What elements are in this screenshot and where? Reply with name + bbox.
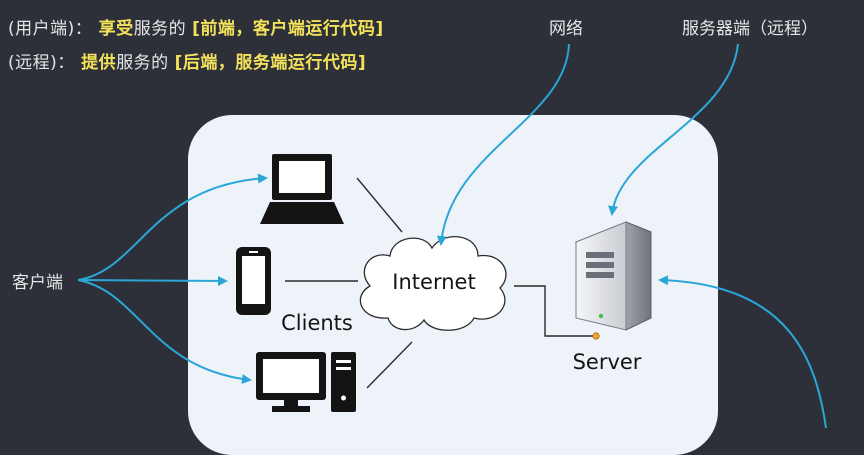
arrow-to-laptop bbox=[77, 173, 268, 281]
server-side-label: 服务器端（远程） bbox=[682, 19, 818, 39]
diagram-canvas: (用户端)： 享受服务的 [前端，客户端运行代码] (远程)： 提供服务的 [后… bbox=[8, 14, 827, 455]
internet-label: Internet bbox=[392, 270, 475, 294]
arrow-to-server bbox=[608, 43, 739, 216]
arrow-to-phone bbox=[77, 275, 228, 286]
arrow-to-internet bbox=[436, 43, 570, 246]
diagram-svg: Internet Clients Server bbox=[77, 43, 827, 428]
desktop-icon bbox=[256, 352, 356, 412]
header-server-plain: 服务的 bbox=[116, 53, 175, 73]
header-server-bracket: [后端，服务端运行代码] bbox=[174, 53, 367, 73]
laptop-icon bbox=[260, 154, 344, 224]
header-client-bracket: [前端，客户端运行代码] bbox=[192, 19, 384, 39]
connector-lines bbox=[285, 177, 596, 389]
server-icon bbox=[574, 221, 653, 340]
header-client-verb: 享受 bbox=[92, 19, 134, 39]
server-connector bbox=[514, 285, 596, 337]
laptop-connector bbox=[356, 177, 403, 233]
server-label: Server bbox=[573, 350, 642, 374]
desktop-connector bbox=[366, 341, 413, 389]
network-label: 网络 bbox=[549, 19, 583, 39]
header-server-prefix: (远程)： bbox=[8, 53, 75, 73]
internet-cloud-icon bbox=[359, 236, 507, 331]
header-server-verb: 提供 bbox=[74, 53, 117, 73]
annotation-arrows bbox=[77, 43, 827, 428]
phone-icon bbox=[236, 247, 271, 315]
header-client-prefix: (用户端)： bbox=[8, 19, 93, 39]
header-line-client: (用户端)： 享受服务的 [前端，客户端运行代码] bbox=[8, 14, 384, 39]
header-client-plain: 服务的 bbox=[133, 19, 193, 39]
header-line-server: (远程)： 提供服务的 [后端，服务端运行代码] bbox=[8, 48, 366, 73]
arrow-from-bottom-to-server bbox=[658, 275, 827, 428]
client-side-label: 客户端 bbox=[12, 273, 63, 293]
clients-label: Clients bbox=[281, 311, 353, 335]
arrow-to-desktop bbox=[77, 279, 252, 385]
